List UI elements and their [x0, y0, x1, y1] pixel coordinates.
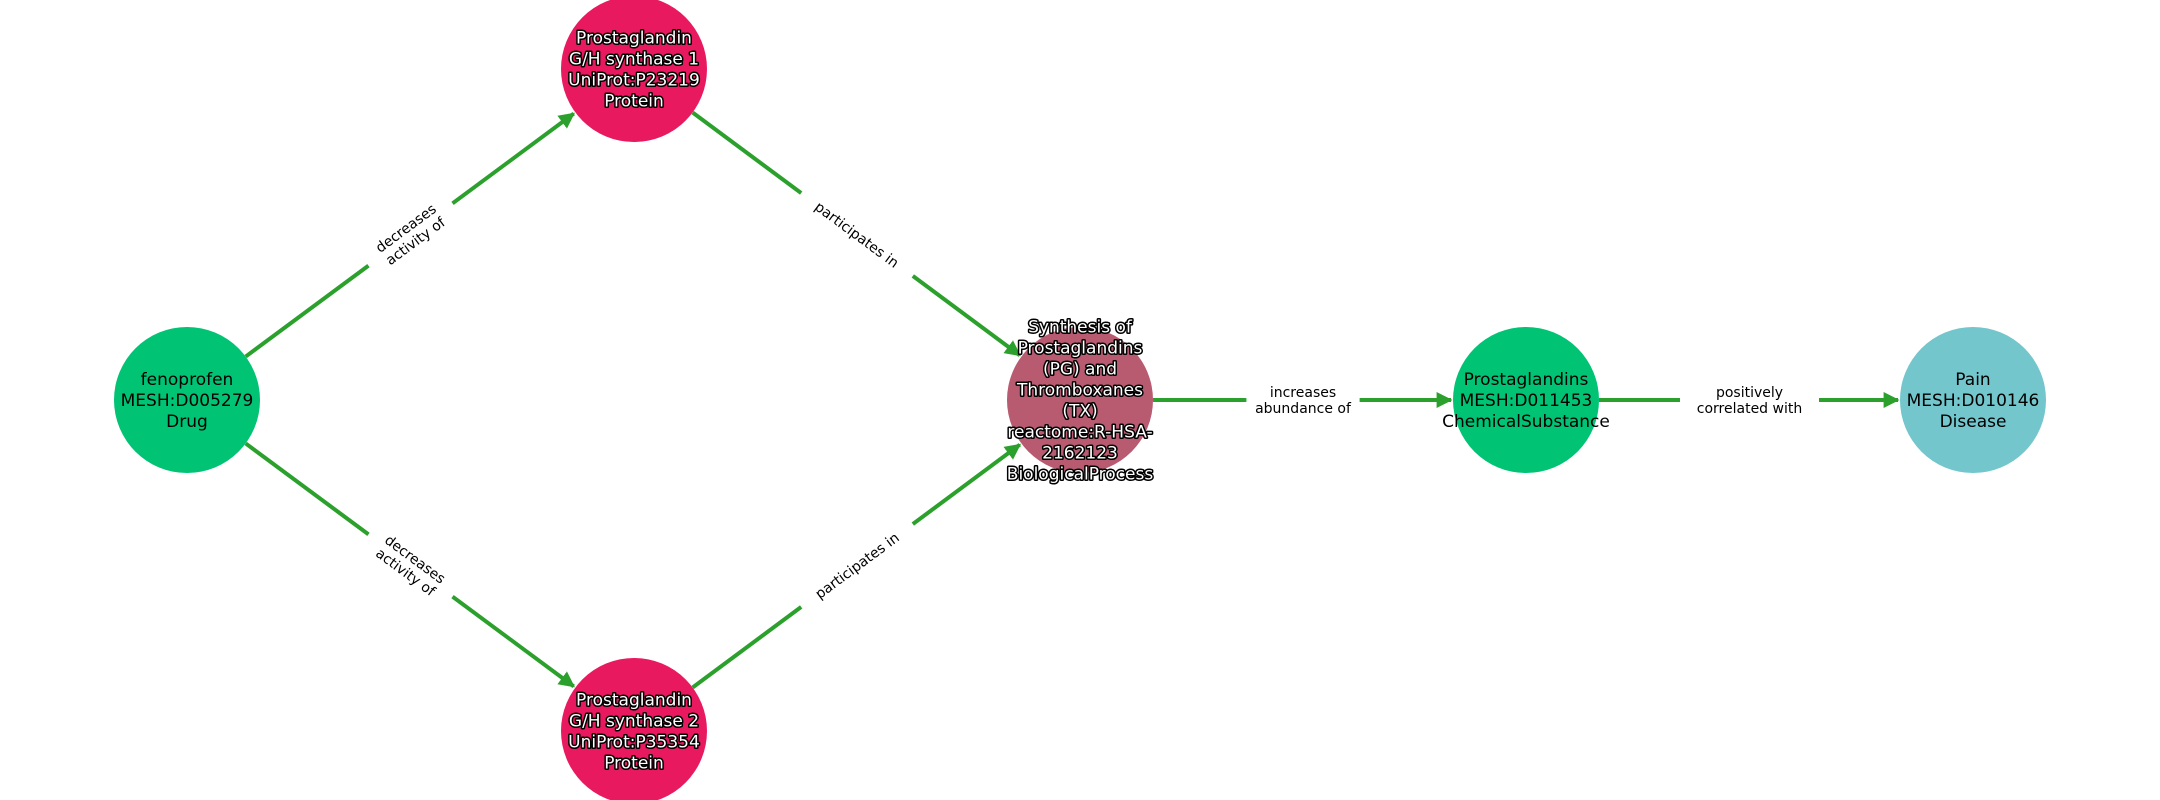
node-label: Disease: [1940, 412, 2007, 432]
nodes-layer: fenoprofenMESH:D005279DrugProstaglandinG…: [114, 0, 2046, 800]
node-label: ChemicalSubstance: [1442, 412, 1610, 432]
node-label: MESH:D010146: [1907, 391, 2040, 411]
edge-label-background: [1680, 382, 1819, 418]
node-label: G/H synthase 1: [569, 50, 699, 70]
node-label: 2162123: [1042, 444, 1118, 464]
edge-label: participates in: [795, 516, 919, 615]
edge-label-text: correlated with: [1697, 401, 1802, 417]
node-label: Pain: [1955, 370, 1990, 390]
node-circle[interactable]: [561, 0, 707, 142]
node-prostaglandins[interactable]: ProstaglandinsMESH:D011453ChemicalSubsta…: [1442, 327, 1610, 473]
node-label: Prostaglandins: [1018, 339, 1143, 359]
edge-label-background: [357, 519, 464, 612]
edge-label-background: [1246, 382, 1360, 418]
node-label: Prostaglandin: [576, 29, 692, 49]
node-label: Synthesis of: [1028, 318, 1133, 338]
node-label: Prostaglandins: [1464, 370, 1589, 390]
node-label: UniProt:P35354: [568, 733, 700, 753]
node-label: Prostaglandin: [576, 691, 692, 711]
node-label: MESH:D011453: [1460, 391, 1593, 411]
edge-label: participates in: [795, 185, 919, 284]
node-circle[interactable]: [114, 327, 260, 473]
node-label: MESH:D005279: [121, 391, 254, 411]
node-label: fenoprofen: [141, 370, 234, 390]
node-label: Drug: [166, 412, 208, 432]
node-circle[interactable]: [561, 658, 707, 800]
edge-label-background: [357, 188, 464, 281]
node-label: Protein: [604, 92, 664, 112]
edge-label-background: [795, 185, 919, 284]
edge-label-background: [795, 516, 919, 615]
node-circle[interactable]: [1453, 327, 1599, 473]
edge-label-text: participates in: [813, 530, 903, 603]
edge-label-text: increases: [1270, 385, 1336, 401]
node-circle[interactable]: [1007, 327, 1153, 473]
node-label: BiologicalProcess: [1007, 465, 1154, 485]
node-label: (PG) and: [1043, 360, 1117, 380]
node-label: Protein: [604, 754, 664, 774]
edge-label-text: abundance of: [1255, 401, 1352, 417]
node-label: reactome:R-HSA-: [1007, 423, 1152, 443]
node-circle[interactable]: [1900, 327, 2046, 473]
edge-label-text: positively: [1716, 385, 1783, 401]
node-label: (TX): [1062, 402, 1097, 422]
node-label: Thromboxanes: [1016, 381, 1143, 401]
edge-label-text: participates in: [811, 199, 901, 272]
node-label: UniProt:P23219: [568, 71, 700, 91]
node-label: G/H synthase 2: [569, 712, 699, 732]
